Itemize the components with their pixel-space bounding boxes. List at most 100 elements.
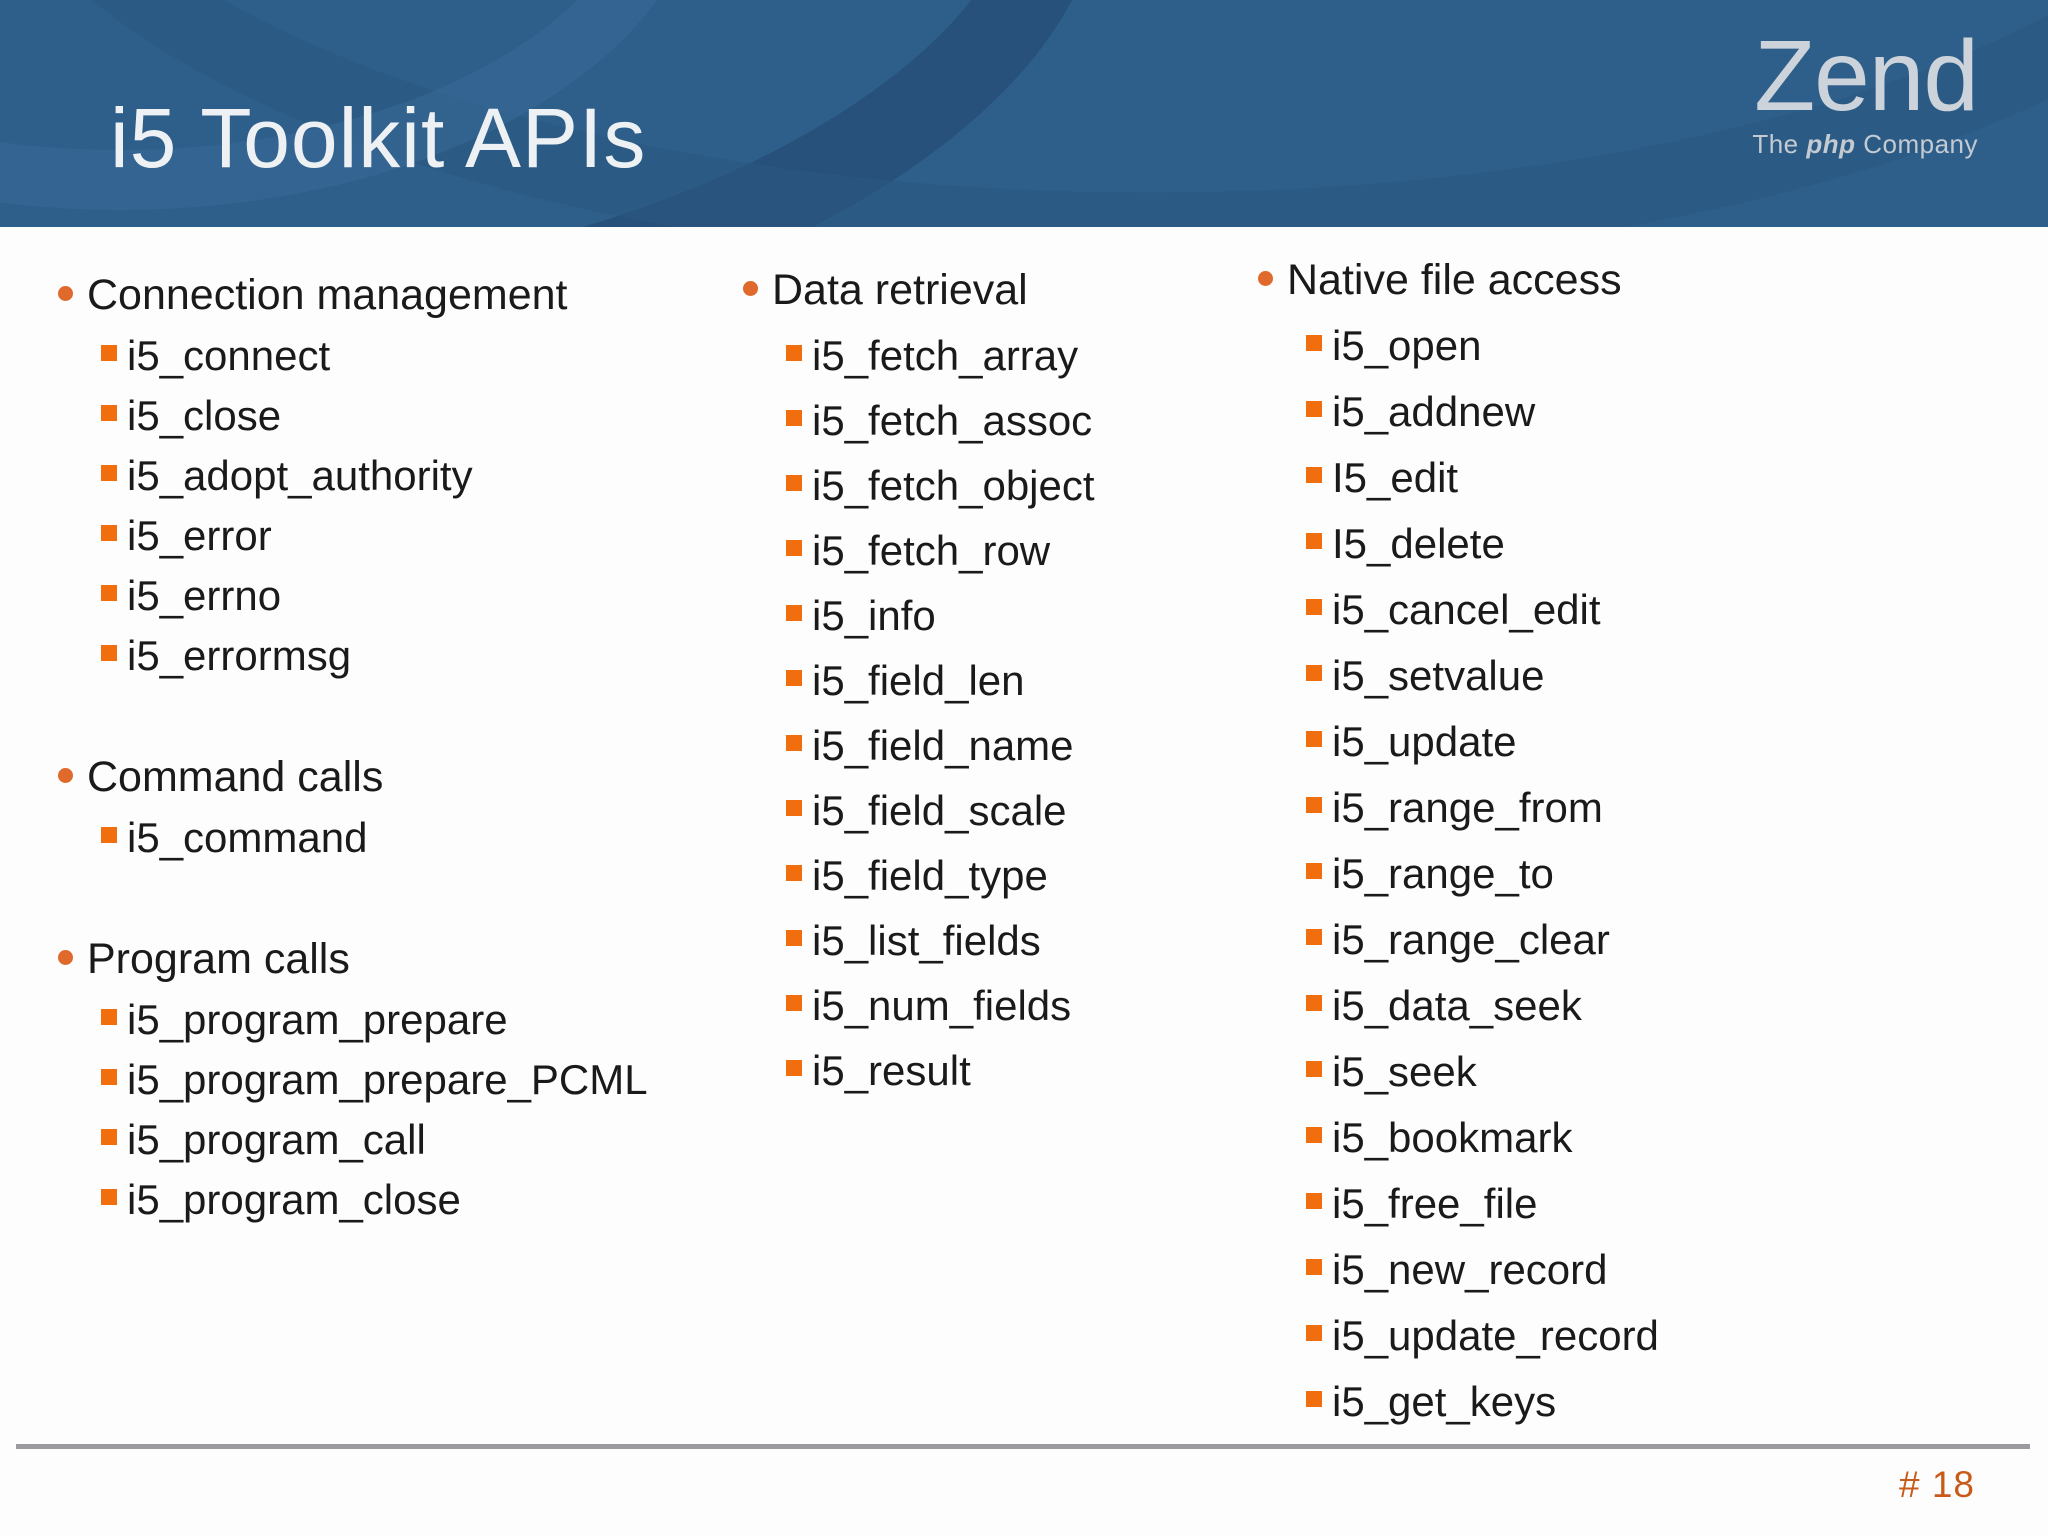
category-heading: Data retrieval <box>733 257 1095 323</box>
api-item: i5_errormsg <box>101 626 648 686</box>
api-item: i5_cancel_edit <box>1306 577 1659 643</box>
api-item: i5_fetch_array <box>786 323 1095 388</box>
api-item-label: i5_program_prepare_PCML <box>127 1056 648 1103</box>
bullet-square-icon <box>1306 797 1322 813</box>
page-number: # 18 <box>1898 1464 1975 1505</box>
category-heading-label: Connection management <box>87 270 568 319</box>
api-item-label: i5_program_prepare <box>127 996 508 1043</box>
bullet-square-icon <box>1306 1391 1322 1407</box>
api-item-label: i5_error <box>127 512 272 559</box>
api-item: i5_setvalue <box>1306 643 1659 709</box>
footer-divider <box>16 1444 2030 1449</box>
api-item-label: i5_list_fields <box>812 916 1041 964</box>
bullet-square-icon <box>1306 929 1322 945</box>
banner-swoosh-decoration <box>0 0 2048 227</box>
api-item: i5_fetch_object <box>786 453 1095 518</box>
api-item-label: i5_errormsg <box>127 632 352 679</box>
api-item: i5_range_from <box>1306 775 1659 841</box>
api-item-label: i5_field_type <box>812 851 1048 899</box>
api-item-label: i5_info <box>812 591 936 639</box>
bullet-square-icon <box>101 1189 117 1205</box>
bullet-square-icon <box>1306 467 1322 483</box>
api-item-label: i5_data_seek <box>1332 982 1582 1029</box>
bullet-square-icon <box>1306 1193 1322 1209</box>
bullet-square-icon <box>786 994 802 1011</box>
bullet-square-icon <box>786 1059 802 1076</box>
api-item: i5_error <box>101 506 648 566</box>
bullet-square-icon <box>101 645 117 661</box>
bullet-square-icon <box>101 405 117 421</box>
api-item: i5_num_fields <box>786 973 1095 1038</box>
bullet-square-icon <box>1306 665 1322 681</box>
category-heading-label: Data retrieval <box>772 265 1028 314</box>
api-item-label: i5_seek <box>1332 1048 1477 1095</box>
bullet-dot-icon <box>58 949 73 965</box>
bullet-dot-icon <box>743 280 758 296</box>
bullet-square-icon <box>786 669 802 686</box>
api-item: i5_close <box>101 386 648 446</box>
bullet-square-icon <box>1306 1127 1322 1143</box>
category-heading-label: Command calls <box>87 752 384 801</box>
bullet-square-icon <box>786 929 802 946</box>
bullet-square-icon <box>1306 1061 1322 1077</box>
bullet-square-icon <box>1306 1325 1322 1341</box>
api-item-label: i5_field_scale <box>812 786 1067 834</box>
bullet-dot-icon <box>58 767 73 783</box>
category-group: Command calls i5_command <box>48 746 648 868</box>
bullet-square-icon <box>786 409 802 426</box>
api-item: i5_errno <box>101 566 648 626</box>
api-item-label: i5_fetch_object <box>812 461 1095 509</box>
api-item: i5_field_scale <box>786 778 1095 843</box>
api-item-label: i5_addnew <box>1332 388 1536 435</box>
logo-tagline-post: Company <box>1855 129 1978 159</box>
api-item: i5_field_len <box>786 648 1095 713</box>
bullet-square-icon <box>101 1069 117 1085</box>
api-item: i5_list_fields <box>786 908 1095 973</box>
api-item: i5_open <box>1306 313 1659 379</box>
bullet-square-icon <box>101 585 117 601</box>
api-item-label: i5_adopt_authority <box>127 452 473 499</box>
bullet-dot-icon <box>58 285 73 301</box>
bullet-square-icon <box>101 1129 117 1145</box>
api-item-label: i5_range_clear <box>1332 916 1610 963</box>
api-item: i5_new_record <box>1306 1237 1659 1303</box>
bullet-square-icon <box>786 734 802 751</box>
api-item-label: i5_new_record <box>1332 1246 1608 1293</box>
category-heading: Program calls <box>48 928 648 990</box>
bullet-square-icon <box>101 345 117 361</box>
api-item-label: i5_connect <box>127 332 331 379</box>
api-item: i5_get_keys <box>1306 1369 1659 1435</box>
api-item: i5_program_close <box>101 1170 648 1230</box>
api-item: i5_program_prepare <box>101 990 648 1050</box>
api-item-label: i5_field_name <box>812 721 1074 769</box>
api-item-label: i5_setvalue <box>1332 652 1545 699</box>
api-item-label: i5_num_fields <box>812 981 1072 1029</box>
category-heading: Connection management <box>48 264 648 326</box>
zend-logo-wordmark: Zend <box>1754 20 1979 132</box>
zend-logo: Zend The php Company <box>1752 20 1979 159</box>
api-item: i5_range_to <box>1306 841 1659 907</box>
api-item: i5_command <box>101 808 648 868</box>
api-item-label: i5_update_record <box>1332 1312 1659 1359</box>
api-item-label: i5_result <box>812 1046 971 1094</box>
bullet-square-icon <box>1306 1259 1322 1275</box>
api-item-label: I5_edit <box>1332 454 1459 501</box>
header-banner: i5 Toolkit APIs Zend The php Company <box>0 0 2048 227</box>
bullet-square-icon <box>786 344 802 361</box>
bullet-square-icon <box>786 799 802 816</box>
logo-tagline-php: php <box>1806 129 1856 159</box>
api-item-label: i5_fetch_array <box>812 331 1079 379</box>
bullet-square-icon <box>101 525 117 541</box>
api-item: i5_bookmark <box>1306 1105 1659 1171</box>
api-item-label: i5_fetch_row <box>812 526 1051 574</box>
api-item-label: i5_errno <box>127 572 282 619</box>
api-item-label: i5_free_file <box>1332 1180 1538 1227</box>
api-item-label: i5_range_from <box>1332 784 1603 831</box>
bullet-square-icon <box>1306 335 1322 351</box>
api-item-label: i5_get_keys <box>1332 1378 1557 1425</box>
